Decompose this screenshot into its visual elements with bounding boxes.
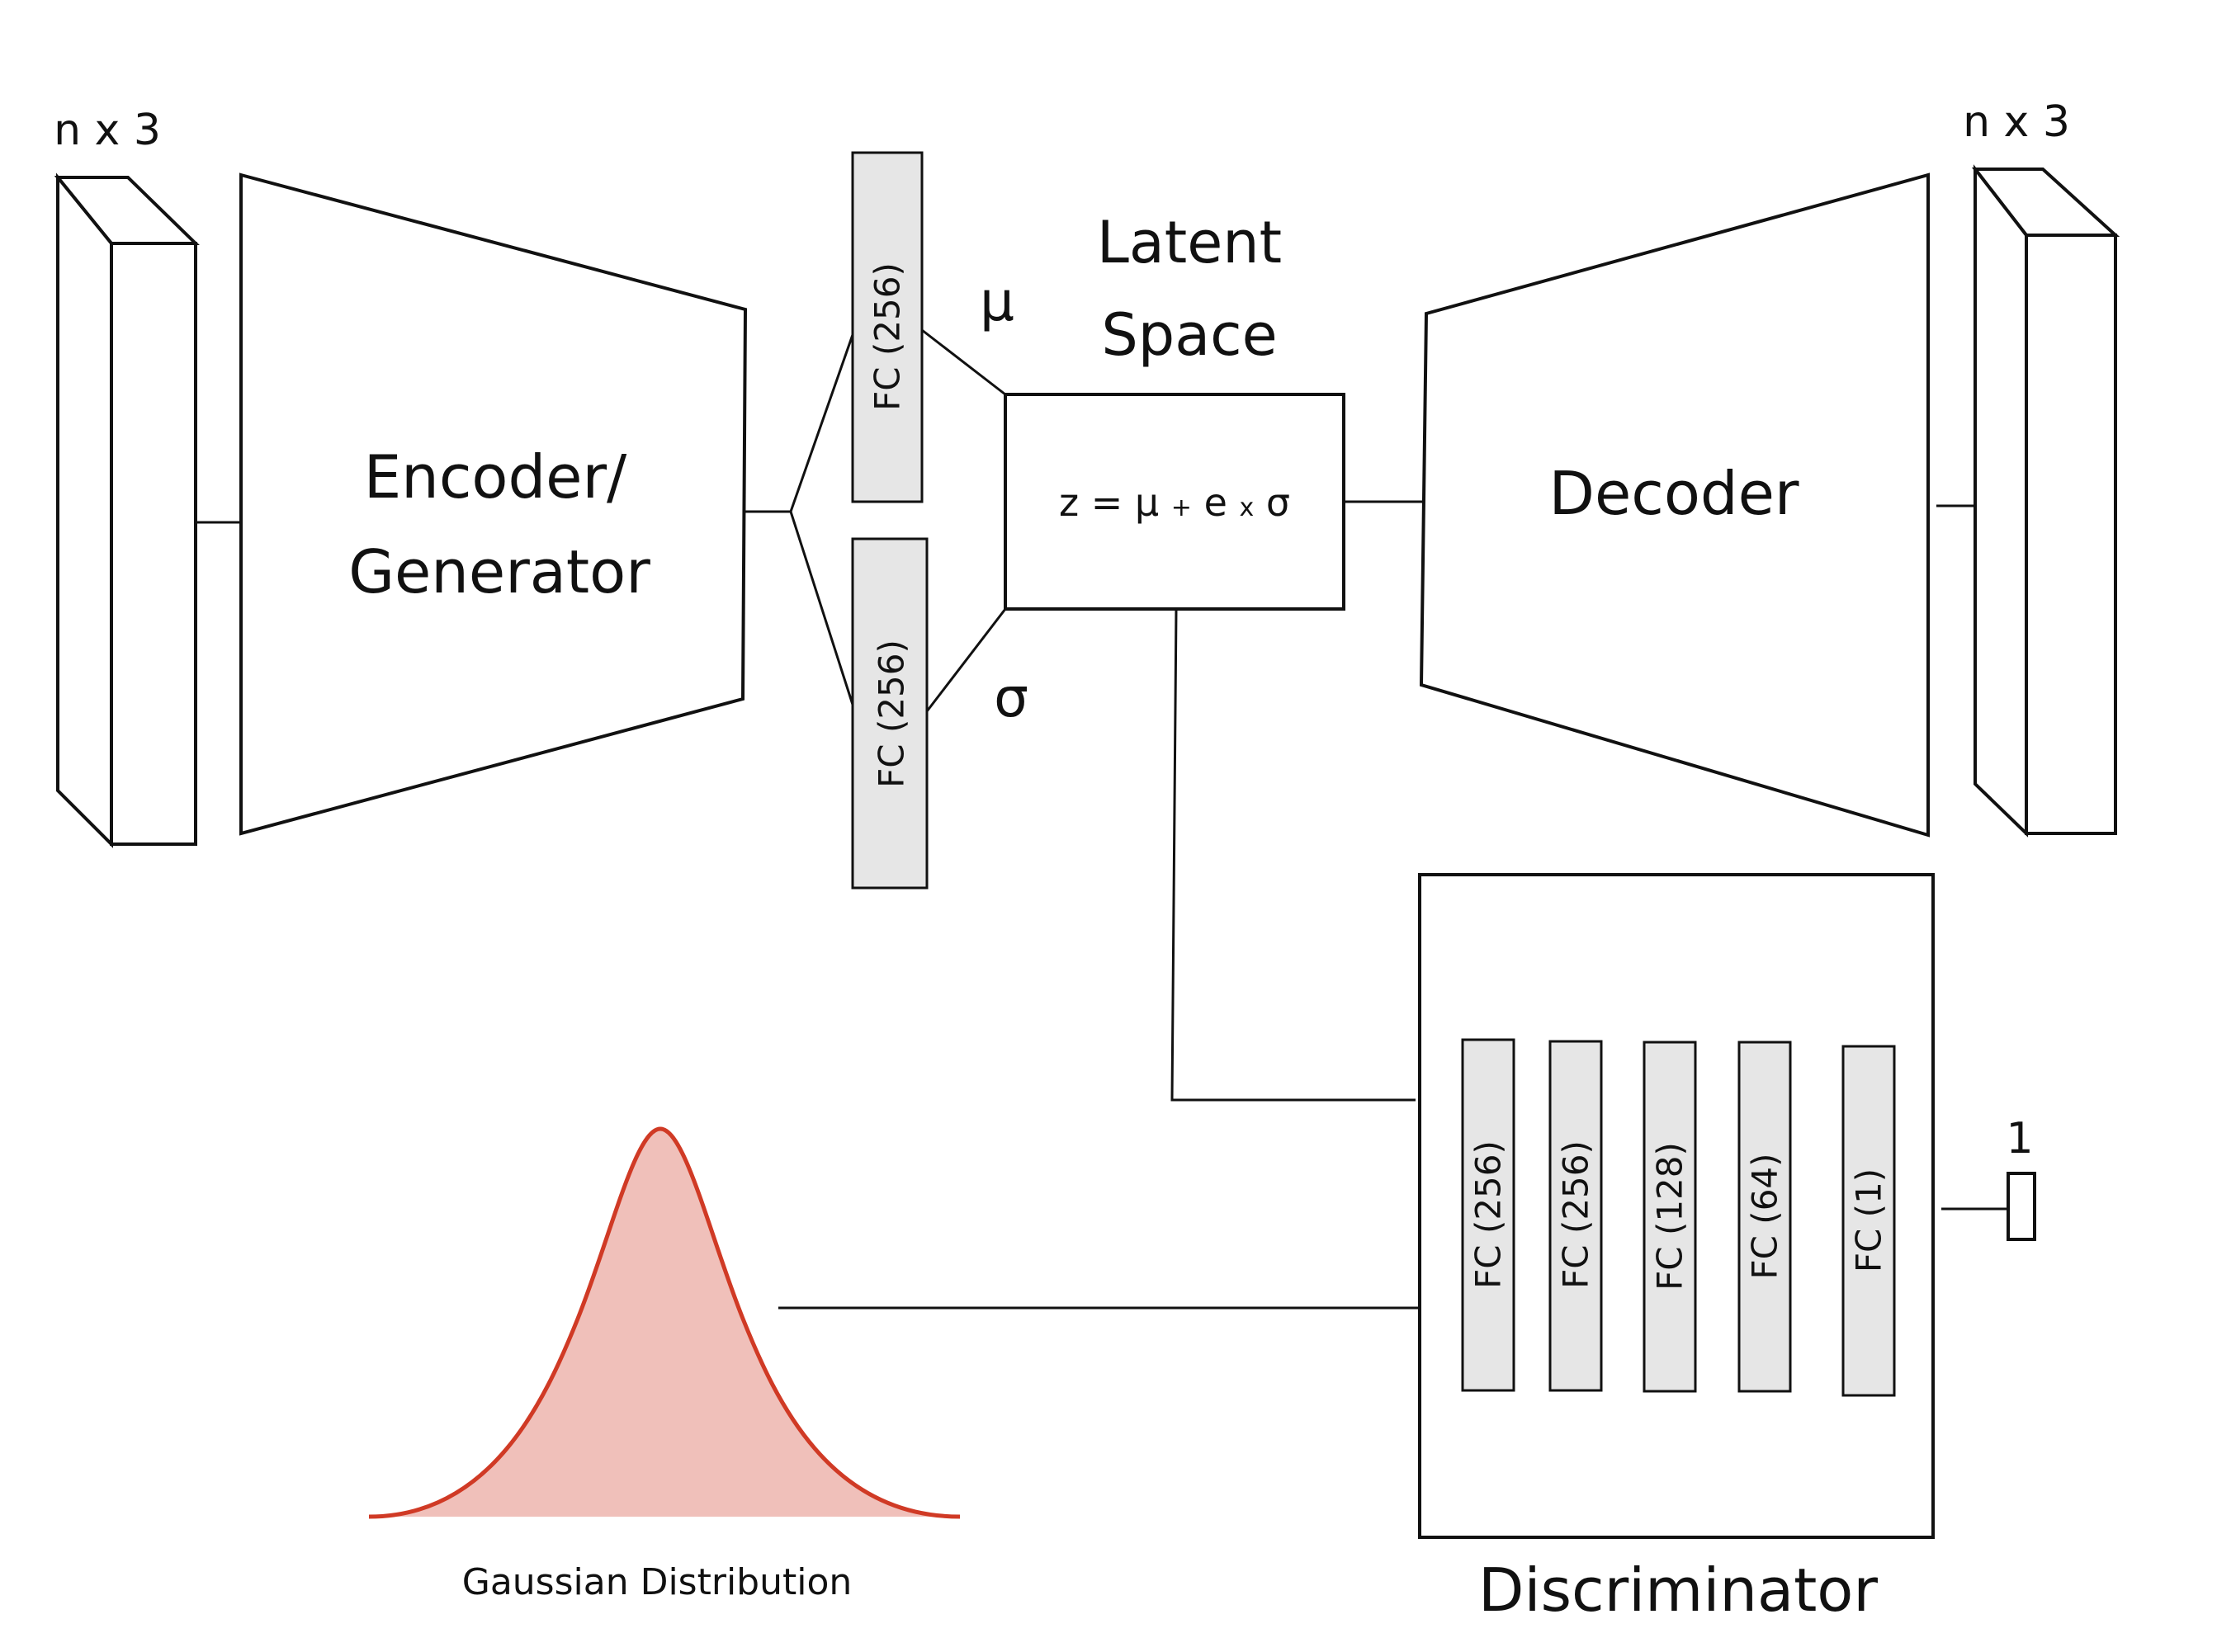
discriminator-output-unit — [2007, 1172, 2036, 1241]
gaussian-curve — [368, 1126, 961, 1519]
disc-fc-layer-1 — [1461, 1038, 1515, 1392]
gaussian-outline — [368, 1126, 961, 1519]
gaussian-fill-area — [369, 1129, 960, 1517]
latent-equation: z = μ + e x σ — [1059, 480, 1290, 525]
discriminator-label: Discriminator — [1478, 1555, 1878, 1625]
disc-fc-layer-2 — [1548, 1040, 1603, 1392]
eq-e: e — [1204, 480, 1227, 525]
fc-latent-connectors — [921, 328, 1007, 712]
eq-equals: = — [1091, 480, 1123, 525]
latent-space-box — [1004, 393, 1345, 611]
disc-fc-layer-5 — [1841, 1045, 1896, 1397]
discriminator-layers: FC (256) FC (256) FC (128) FC (64) FC (1… — [1461, 1038, 1896, 1397]
disc-fc-label-3: FC (128) — [1650, 1142, 1690, 1291]
fc-sigma-label: FC (256) — [872, 640, 912, 788]
eq-sigma: σ — [1266, 480, 1290, 525]
input-tensor-block — [54, 172, 200, 848]
eq-times: x — [1240, 493, 1255, 522]
fc-mu-label: FC (256) — [867, 262, 908, 411]
output-size-label: n x 3 — [1963, 97, 2070, 147]
encoder-label-line1: Encoder/ — [364, 442, 627, 512]
fc-mu-layer — [851, 151, 924, 503]
disc-fc-layer-4 — [1737, 1041, 1792, 1393]
eq-z: z — [1059, 480, 1079, 525]
encoder-fc-connectors — [745, 329, 856, 710]
latent-space-title-line2: Space — [1101, 301, 1277, 369]
latent-discriminator-connector — [1170, 608, 1416, 1102]
eq-mu: μ — [1135, 480, 1159, 525]
mu-symbol: μ — [980, 270, 1014, 333]
latent-space-title-line1: Latent — [1097, 209, 1282, 276]
disc-fc-label-1: FC (256) — [1468, 1140, 1509, 1289]
disc-fc-layer-3 — [1643, 1041, 1697, 1393]
disc-fc-label-5: FC (1) — [1849, 1168, 1889, 1272]
decoder-label: Decoder — [1549, 459, 1799, 528]
disc-fc-label-2: FC (256) — [1556, 1140, 1596, 1289]
fc-sigma-layer — [851, 537, 929, 890]
encoder-generator-block — [239, 172, 748, 836]
disc-fc-label-4: FC (64) — [1745, 1153, 1785, 1279]
decoder-block — [1419, 172, 1930, 838]
output-tensor-block — [1971, 164, 2120, 838]
discriminator-output-label: 1 — [2006, 1114, 2033, 1163]
sigma-symbol: σ — [994, 666, 1028, 729]
gaussian-label: Gaussian Distribution — [462, 1561, 853, 1603]
input-size-label: n x 3 — [54, 106, 161, 155]
encoder-label-line2: Generator — [348, 537, 650, 607]
eq-plus: + — [1171, 493, 1192, 522]
